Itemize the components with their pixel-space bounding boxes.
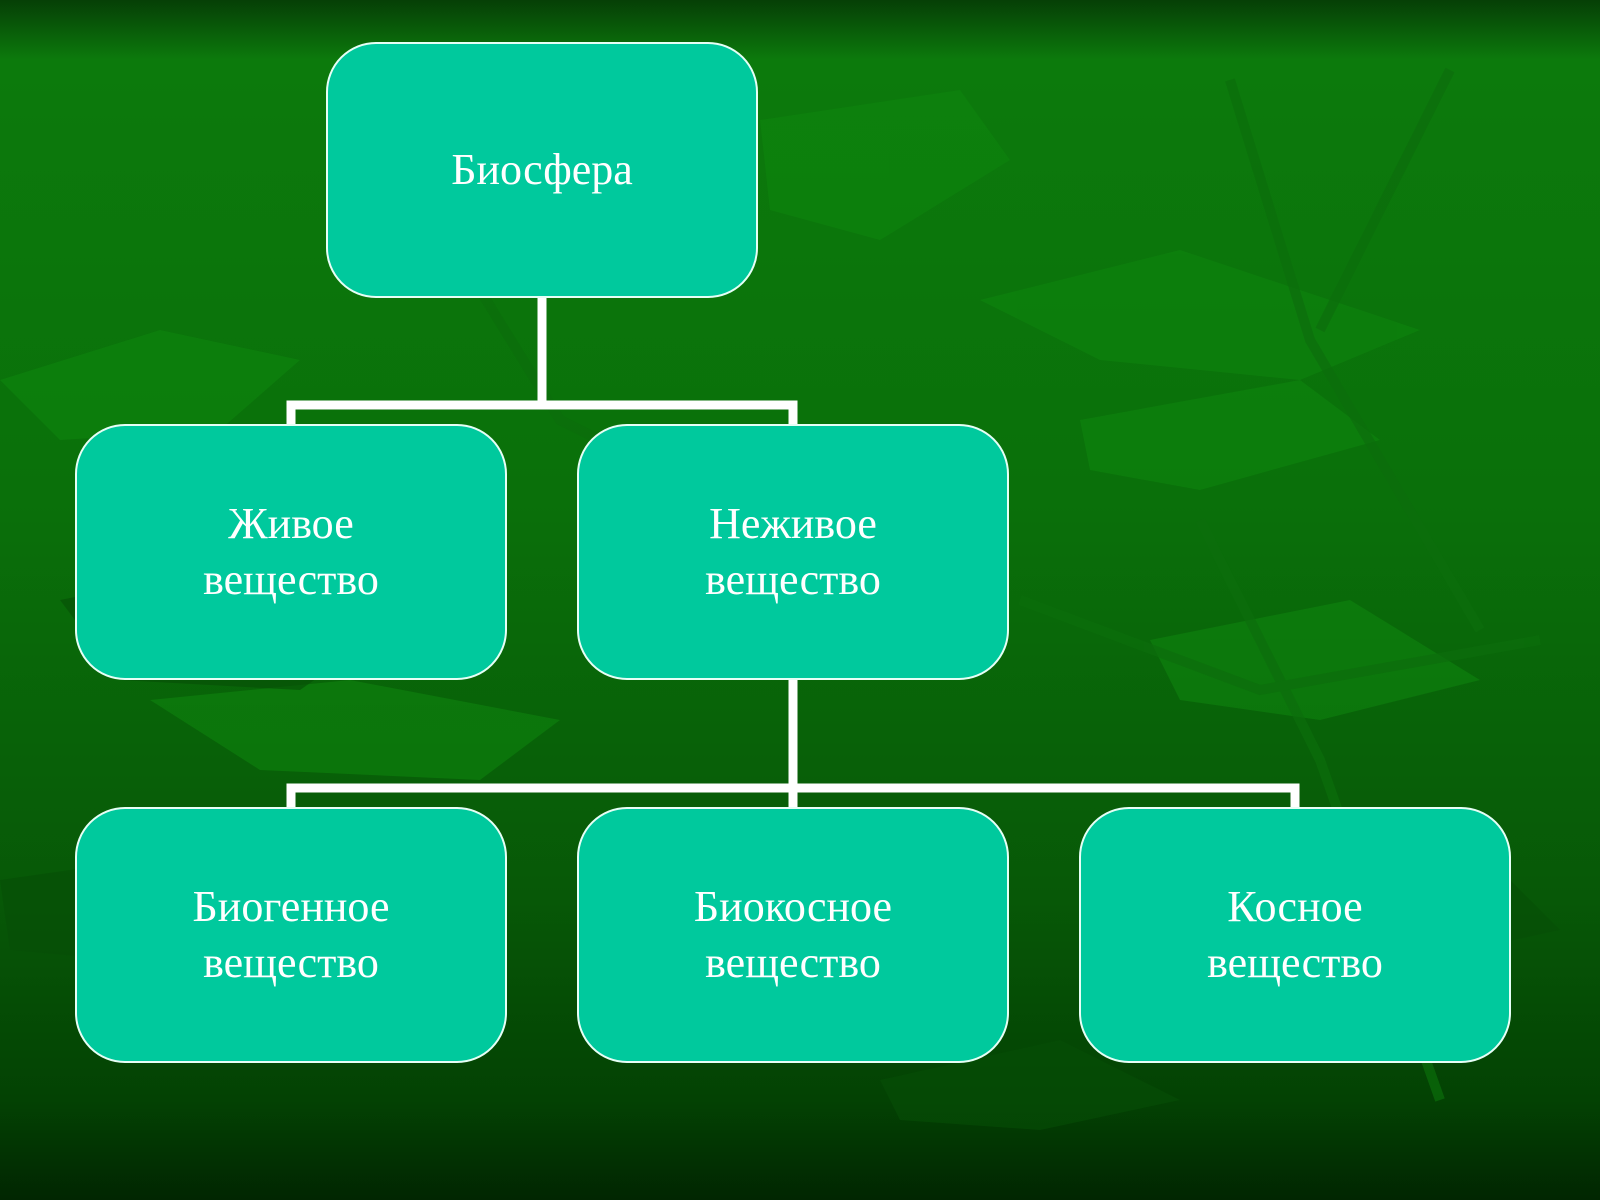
node-bioinert-matter: Биокосное вещество [577,807,1009,1063]
node-bioinert-matter-label: Биокосное вещество [693,882,893,987]
node-living-matter: Живое вещество [75,424,507,680]
node-inert-matter: Косное вещество [1079,807,1511,1063]
node-inert-matter-label: Косное вещество [1207,882,1383,987]
node-living-matter-label: Живое вещество [203,499,379,604]
node-nonliving-matter-label: Неживое вещество [705,499,881,604]
node-biosphere: Биосфера [326,42,758,298]
node-biogenic-matter-label: Биогенное вещество [192,882,390,987]
node-biosphere-label: Биосфера [451,145,633,194]
node-nonliving-matter: Неживое вещество [577,424,1009,680]
node-biogenic-matter: Биогенное вещество [75,807,507,1063]
